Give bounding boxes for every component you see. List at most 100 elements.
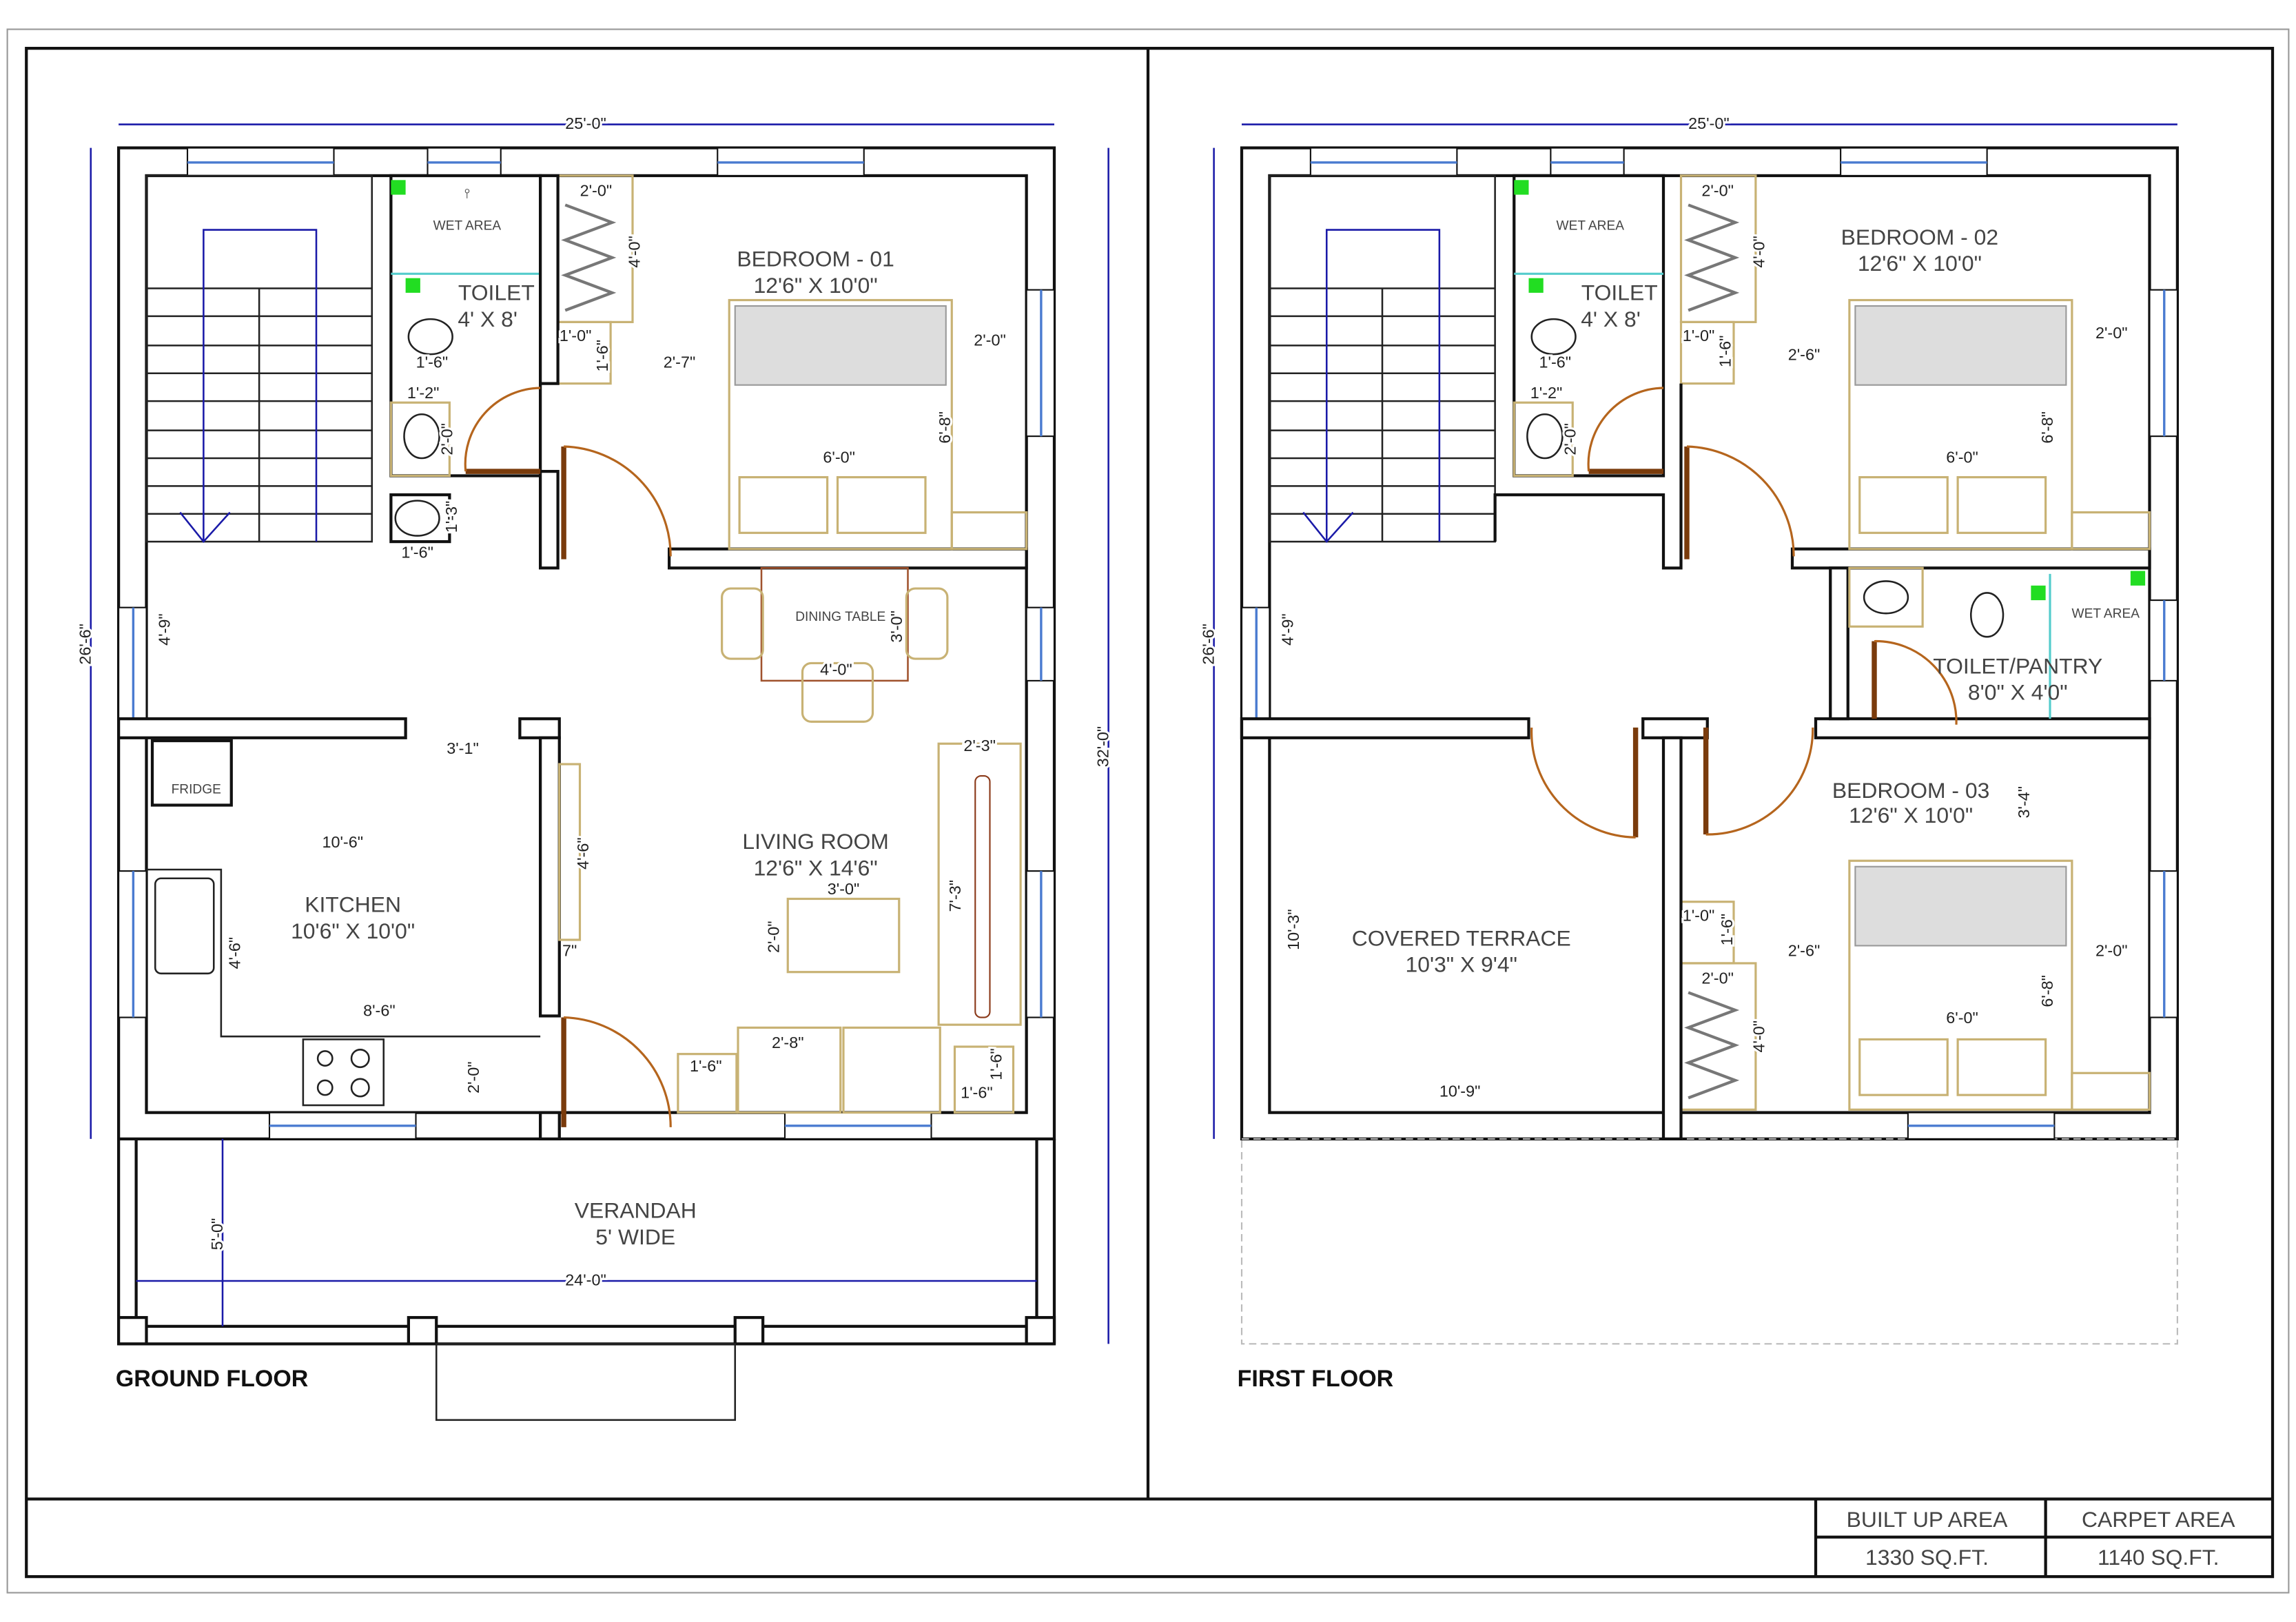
stove-icon xyxy=(302,1038,385,1107)
staircase xyxy=(145,174,373,544)
marker-icon xyxy=(2031,585,2046,601)
staircase xyxy=(1269,174,1496,544)
kitchen-size: 10'6" X 10'0" xyxy=(291,918,415,943)
toilet-size: 4' X 8' xyxy=(1581,307,1641,331)
dimension-label: 4'-9" xyxy=(1278,613,1296,646)
dimension-label: 4'-0" xyxy=(820,660,852,678)
chair-icon xyxy=(721,587,764,660)
bed-01 xyxy=(728,298,1028,551)
kitchen-label: KITCHEN xyxy=(305,892,401,917)
dimension-label: 1'-2" xyxy=(407,384,440,402)
bedroom-01-label: BEDROOM - 01 xyxy=(737,247,894,271)
dimension-label: 6'-0" xyxy=(1946,1009,1978,1027)
dimension-label: 2'-6" xyxy=(1788,346,1821,364)
dimension-label: 7'-3" xyxy=(946,880,964,912)
dimension-label: 2'-8" xyxy=(772,1034,804,1051)
pillow-icon xyxy=(1956,1038,2047,1096)
dimension-label: 1'-0" xyxy=(1683,327,1715,345)
coffee-table xyxy=(786,897,901,974)
dimension-label: 2'-0" xyxy=(2095,324,2128,342)
dining-table: DINING TABLE xyxy=(721,567,949,723)
armchair-icon xyxy=(842,1026,941,1114)
living-furniture xyxy=(677,742,1022,1114)
bed-02 xyxy=(1848,298,2151,551)
doors xyxy=(464,387,672,1127)
pillow-icon xyxy=(836,476,927,534)
armchair-icon xyxy=(737,1026,842,1114)
dimension-label: 4'-0" xyxy=(626,236,644,268)
pillow-icon xyxy=(738,476,829,534)
stair-direction-arrow-icon xyxy=(179,511,231,544)
covered-terrace-label: COVERED TERRACE xyxy=(1352,925,1571,950)
dimension-label: 2'-0" xyxy=(1701,182,1734,200)
dimension-label: 4'-6" xyxy=(574,837,592,870)
dimension-label: 2'-0" xyxy=(1701,969,1734,987)
dimension-label: 4'-9" xyxy=(155,613,173,646)
ground-dimensions: 25'-0"26'-6"32'-0"2'-0"4'-0"1'-0"1'-6"2'… xyxy=(74,112,1114,1291)
pillow-icon xyxy=(1858,1038,1949,1096)
dimension-label: 2'-0" xyxy=(464,1061,482,1094)
dimension-label: 25'-0" xyxy=(1688,114,1730,132)
living-room-label: LIVING ROOM xyxy=(742,829,888,854)
first-floor-plan: WET AREA TOILET 4' X 8' WE xyxy=(1197,112,2179,1392)
built-up-area-label: BUILT UP AREA xyxy=(1847,1507,2009,1532)
dimension-label: 1'-6" xyxy=(1539,353,1571,371)
dimension-label: 1'-6" xyxy=(401,543,433,561)
toilet-label: TOILET xyxy=(1581,280,1658,305)
wc-icon xyxy=(1969,592,2005,638)
fridge-label: FRIDGE xyxy=(172,783,221,797)
washbasin-icon xyxy=(403,413,440,460)
dimension-label: 1'-6" xyxy=(1718,914,1736,946)
dimension-label: 2'-0" xyxy=(764,921,782,953)
dimension-label: 2'-0" xyxy=(974,331,1006,349)
blanket-icon xyxy=(1854,305,2067,386)
dimension-label: 2'-0" xyxy=(2095,941,2128,959)
toilet-pantry-size: 8'0" X 4'0" xyxy=(1968,680,2068,705)
first-dimensions: 25'-0"26'-6"2'-0"4'-0"1'-0"1'-6"2'-6"2'-… xyxy=(1197,112,2129,1102)
dimension-label: 10'-9" xyxy=(1439,1082,1481,1100)
shower-icon: ⫯ xyxy=(464,187,470,201)
covered-terrace-size: 10'3" X 9'4" xyxy=(1406,952,1517,977)
wet-area-label: WET AREA xyxy=(433,219,502,234)
stair-direction-arrow-icon xyxy=(1302,511,1354,544)
dimension-label: 7" xyxy=(562,941,577,959)
dimension-label: 1'-0" xyxy=(1683,906,1715,924)
marker-icon xyxy=(1528,278,1544,293)
bedroom-02-label: BEDROOM - 02 xyxy=(1841,225,1998,249)
dimension-label: 1'-6" xyxy=(1716,336,1734,368)
marker-icon xyxy=(391,180,406,195)
washbasin-icon xyxy=(1863,580,1909,615)
ground-toilet: ⫯ WET AREA TOILET 4' X 8' xyxy=(389,174,542,544)
dimension-label: 26'-6" xyxy=(1200,624,1218,665)
pantry-wet-area-label: WET AREA xyxy=(2072,607,2140,622)
dimension-label: 1'-2" xyxy=(1530,384,1563,402)
dimension-label: 3'-1" xyxy=(447,739,479,757)
outer-frame xyxy=(6,28,2290,1594)
first-floor-title: FIRST FLOOR xyxy=(1238,1366,1394,1392)
dimension-label: 24'-0" xyxy=(565,1271,606,1289)
dimension-label: 2'-0" xyxy=(1561,423,1579,455)
dimension-label: 3'-4" xyxy=(2015,786,2033,819)
dimension-label: 1'-3" xyxy=(442,501,460,533)
blanket-icon xyxy=(734,305,947,386)
dimension-label: 1'-6" xyxy=(987,1048,1005,1080)
wet-area-label: WET AREA xyxy=(1557,219,1625,234)
first-toilet: WET AREA TOILET 4' X 8' xyxy=(1513,174,1665,478)
toilet-label: TOILET xyxy=(458,280,535,305)
built-up-area-value: 1330 SQ.FT. xyxy=(1865,1545,1989,1570)
verandah xyxy=(117,1138,1056,1421)
washbasin-icon xyxy=(1526,413,1564,460)
sink-icon xyxy=(154,877,215,975)
blanket-icon xyxy=(1854,865,2067,947)
pillow-icon xyxy=(1858,476,1949,534)
marker-icon xyxy=(1514,180,1529,195)
ground-floor-title: GROUND FLOOR xyxy=(116,1366,308,1392)
kitchen-fixtures: FRIDGE xyxy=(146,739,582,1107)
pantry-fixtures: WET AREA xyxy=(1848,566,2146,719)
toilet-pantry-label: TOILET/PANTRY xyxy=(1933,653,2102,678)
wc-icon xyxy=(407,318,453,356)
bed-03 xyxy=(1848,859,2151,1111)
dimension-label: 1'-6" xyxy=(416,353,449,371)
marker-icon xyxy=(2130,571,2146,586)
